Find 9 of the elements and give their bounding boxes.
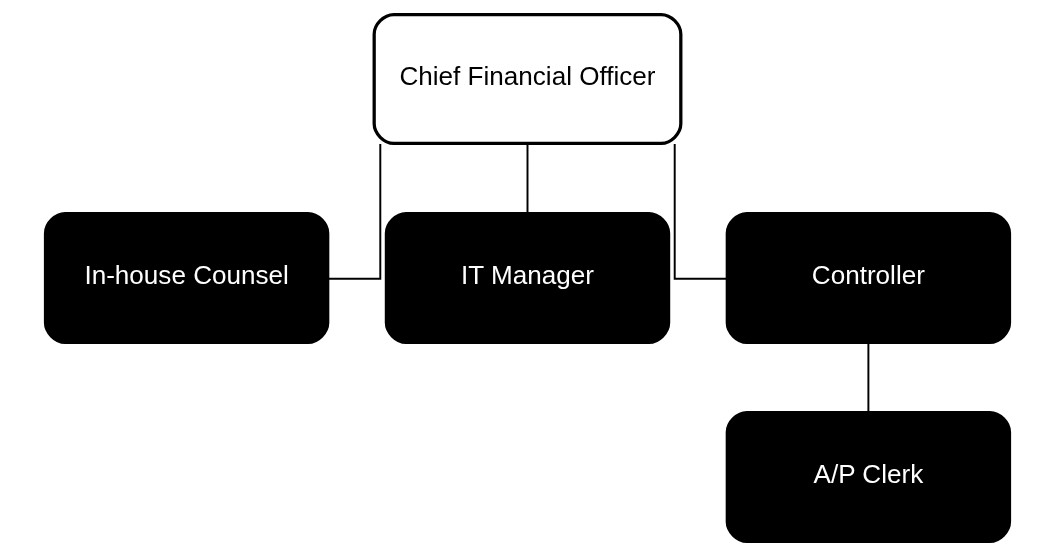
connector [526,142,529,214]
connector [326,142,382,280]
node-box: In-house Counsel [43,211,330,345]
node-box: A/P Clerk [725,410,1012,544]
node-box: IT Manager [384,211,671,345]
node-box: Controller [725,211,1012,345]
connector [673,142,729,280]
node-box: Chief Financial Officer [372,12,683,146]
connector [867,341,870,413]
